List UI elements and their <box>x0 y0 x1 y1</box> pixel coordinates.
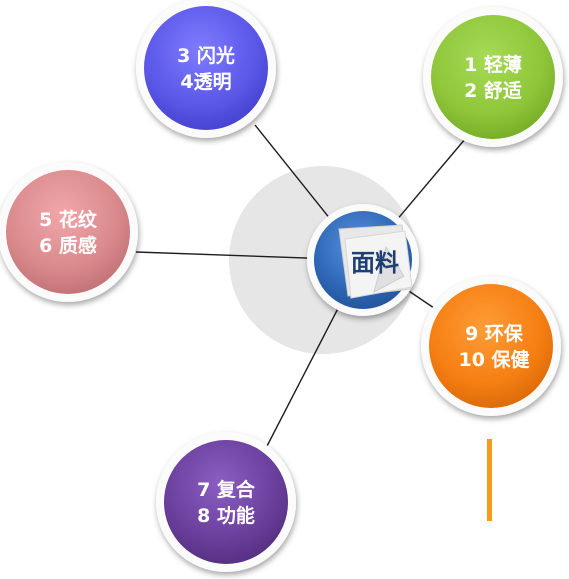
paper-sheet-front <box>344 230 413 299</box>
node-top-right: 1 轻薄 2 舒适 <box>423 7 563 147</box>
node-top-right-line2: 2 舒适 <box>464 79 522 102</box>
center-label: 面料 <box>351 249 399 277</box>
center-node: 面料 <box>307 204 419 316</box>
node-top-right-disc <box>431 15 555 139</box>
node-top-left-line1: 3 闪光 <box>177 44 235 67</box>
node-bottom-disc <box>164 440 288 564</box>
paper-sheet-fold <box>373 245 405 293</box>
node-top-left: 3 闪光 4透明 <box>136 0 276 138</box>
node-top-left-disc <box>144 6 268 130</box>
accent-bar <box>487 439 492 521</box>
node-right-line2: 10 保健 <box>458 348 529 371</box>
node-left-line1: 5 花纹 <box>39 208 98 231</box>
node-bottom: 7 复合 8 功能 <box>156 432 296 572</box>
node-right-line1: 9 环保 <box>465 322 524 345</box>
node-top-left-line2: 4透明 <box>180 71 231 93</box>
node-bottom-line2: 8 功能 <box>197 504 255 527</box>
node-top-right-line1: 1 轻薄 <box>464 53 522 76</box>
node-right-disc <box>429 284 553 408</box>
node-right: 9 环保 10 保健 <box>421 276 561 416</box>
node-left-disc <box>6 170 130 294</box>
node-bottom-line1: 7 复合 <box>197 478 256 501</box>
node-left-line2: 6 质感 <box>39 234 97 257</box>
paper-sheets-icon <box>338 224 413 299</box>
node-left: 5 花纹 6 质感 <box>0 162 138 302</box>
